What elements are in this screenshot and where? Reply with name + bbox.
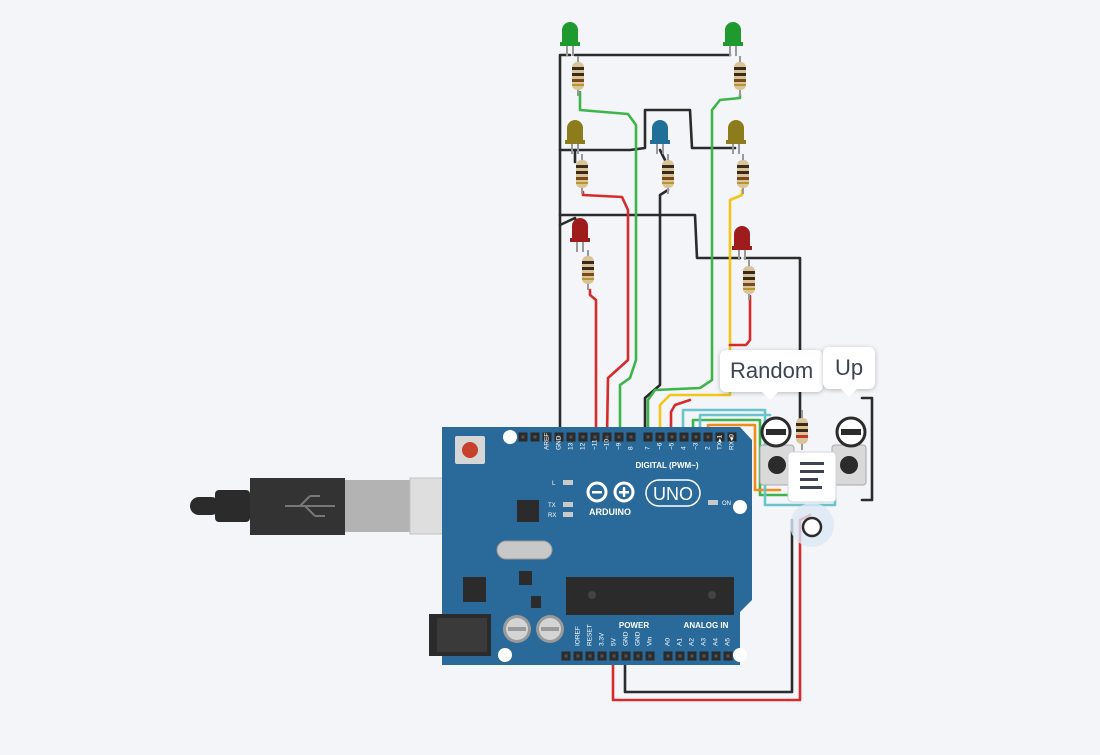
button-random-minus-icon[interactable]: [760, 416, 792, 448]
pin-label: ~3: [693, 442, 700, 450]
wire-gnd-blue-2: [658, 148, 667, 162]
pin-label: ~9: [616, 442, 623, 450]
pin-label: RESET: [587, 624, 594, 646]
led-red-right-icon[interactable]: [732, 226, 752, 260]
pin-label: A4: [713, 638, 720, 646]
resistor[interactable]: [662, 154, 674, 194]
pin-label: GND: [623, 631, 630, 646]
callout-up-label: Up: [835, 355, 864, 380]
note-icon[interactable]: [787, 451, 837, 547]
board-model-label: UNO: [653, 484, 693, 504]
callout-random-label: Random: [730, 358, 814, 383]
button-up-minus-icon[interactable]: [835, 416, 867, 448]
pin-label: ~6: [657, 442, 664, 450]
analog-header-label: ANALOG IN: [684, 621, 729, 630]
digital-header: AREF GND 13 12 ~11 ~10 ~9 8 7 ~6 ~5 4 ~3 2 TX▸1 RX◂0: [518, 432, 737, 450]
wire-green-right: [646, 93, 742, 439]
wire-red-right: [728, 294, 752, 347]
led-red-left-icon[interactable]: [570, 218, 590, 252]
pin-label: A1: [677, 638, 684, 646]
analog-header: A0 A1 A2 A3 A4 A5: [663, 638, 733, 661]
callout-random[interactable]: Random: [720, 350, 824, 400]
pin-label: 8: [628, 446, 635, 450]
resistor[interactable]: [582, 250, 594, 290]
wire-red-left: [588, 288, 598, 439]
pushbutton-up[interactable]: [831, 444, 867, 486]
pin-label: ~10: [604, 439, 611, 450]
pin-label: 13: [568, 442, 575, 450]
resistor[interactable]: [734, 56, 746, 96]
led-group: [560, 22, 752, 260]
pin-label: 7: [645, 446, 652, 450]
rx-led-label: RX: [548, 513, 556, 519]
usb-icon: [285, 495, 335, 517]
pin-label: A0: [665, 638, 672, 646]
wire-gnd-blue: [573, 108, 737, 152]
pin-label: 4: [681, 446, 688, 450]
wire-green-left: [578, 90, 638, 439]
pin-label: IOREF: [575, 626, 582, 646]
pin-label: RX◂0: [729, 434, 736, 450]
board-brand-label: ARDUINO: [589, 507, 631, 517]
resistor-group: [572, 56, 755, 300]
digital-header-label: DIGITAL (PWM~): [635, 461, 698, 470]
pin-label: 3.3V: [599, 632, 606, 646]
arduino-logo: [586, 481, 635, 503]
resistor[interactable]: [572, 56, 584, 96]
pin-label: Vin: [647, 636, 654, 646]
pin-label: GND: [635, 631, 642, 646]
pin-label: A2: [689, 638, 696, 646]
pin-label: ~11: [592, 439, 599, 450]
led-blue-icon[interactable]: [650, 120, 670, 154]
pin-label: TX▸1: [717, 434, 724, 450]
l-led-label: L: [552, 481, 556, 487]
resistor[interactable]: [737, 154, 749, 194]
wire-gnd-5v: [623, 518, 794, 694]
wire-gnd-blue-res: [643, 188, 670, 439]
reset-button[interactable]: [455, 436, 485, 464]
wire-gnd-top: [558, 53, 572, 437]
pin-label: 2: [705, 446, 712, 450]
led-green-left-icon[interactable]: [560, 22, 580, 56]
pin-label: 12: [580, 442, 587, 450]
led-green-right-icon[interactable]: [723, 22, 743, 56]
usb-cable[interactable]: [190, 477, 485, 535]
callout-up[interactable]: Up: [823, 347, 876, 397]
pin-label: ~5: [669, 442, 676, 450]
resistor[interactable]: [576, 154, 588, 194]
on-led-label: ON: [722, 501, 731, 507]
tx-led-label: TX: [548, 503, 556, 509]
pin-label: 5V: [611, 637, 618, 646]
wire-gnd-button-right: [860, 396, 874, 502]
pin-label: A3: [701, 638, 708, 646]
pin-label: GND: [556, 435, 563, 450]
resistor[interactable]: [743, 260, 755, 300]
arduino-board[interactable]: UNO ARDUINO ON L TX RX DIGITAL (PWM~) PO…: [429, 427, 752, 665]
power-header: IOREF RESET 3.3V 5V GND GND Vin: [561, 624, 655, 661]
led-yellow-right-icon[interactable]: [726, 120, 746, 154]
wire-red-yellow-left: [581, 190, 630, 439]
wire-yellow-right: [658, 188, 744, 439]
power-header-label: POWER: [619, 621, 649, 630]
wire-green-btn: [691, 418, 792, 497]
pin-label: AREF: [544, 433, 551, 450]
resistor-button[interactable]: [796, 410, 808, 450]
pin-label: A5: [725, 638, 732, 646]
led-yellow-left-icon[interactable]: [565, 120, 585, 154]
wire-red-right-2: [669, 398, 692, 439]
pushbutton-random[interactable]: [759, 444, 795, 486]
